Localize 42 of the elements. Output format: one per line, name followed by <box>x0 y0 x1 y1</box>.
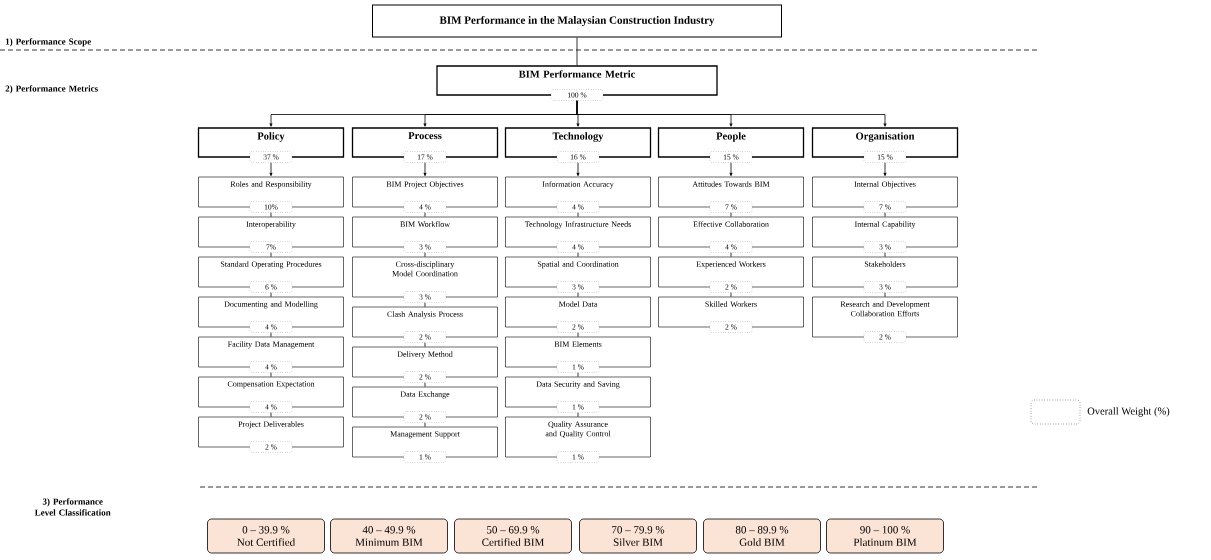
level-box: 70 – 79.9 % Silver BIM <box>579 518 697 554</box>
connector <box>730 252 732 258</box>
connector <box>424 422 426 428</box>
level-box: 0 – 39.9 % Not Certified <box>207 518 325 554</box>
section-label: 2) Performance Metrics <box>5 85 98 94</box>
title-box: BIM Performance in the Malaysian Construction Industry <box>372 4 782 38</box>
level-box: 50 – 69.9 % Certified BIM <box>454 518 572 554</box>
section-label: 3) Performance Level Classification <box>34 498 111 516</box>
connector <box>270 212 272 218</box>
connector <box>269 162 273 177</box>
connector <box>424 252 426 258</box>
connector <box>577 212 579 218</box>
connector <box>884 252 886 258</box>
connector <box>424 302 426 308</box>
connector <box>577 412 579 418</box>
connector <box>884 292 886 298</box>
connector <box>270 292 272 298</box>
connector <box>577 372 579 378</box>
legend-label: Overall Weight (%) <box>1087 407 1170 417</box>
connector <box>423 162 427 177</box>
connector <box>270 332 272 338</box>
connector <box>730 292 732 298</box>
connector <box>576 37 578 66</box>
connector <box>270 252 272 258</box>
level-box: 90 – 100 % Platinum BIM <box>826 518 944 554</box>
connector <box>424 382 426 388</box>
connector <box>577 252 579 258</box>
connector <box>270 372 272 378</box>
connector <box>424 342 426 348</box>
connector <box>883 162 887 177</box>
connector <box>576 162 580 177</box>
connector <box>270 412 272 418</box>
connector <box>424 212 426 218</box>
section-label: 1) Performance Scope <box>5 38 91 47</box>
connector <box>884 212 886 218</box>
level-box: 80 – 89.9 % Gold BIM <box>703 518 821 554</box>
connector <box>576 100 887 127</box>
connector <box>577 292 579 298</box>
level-box: 40 – 49.9 % Minimum BIM <box>330 518 448 554</box>
connector <box>729 162 733 177</box>
connector <box>730 212 732 218</box>
connector <box>577 332 579 338</box>
